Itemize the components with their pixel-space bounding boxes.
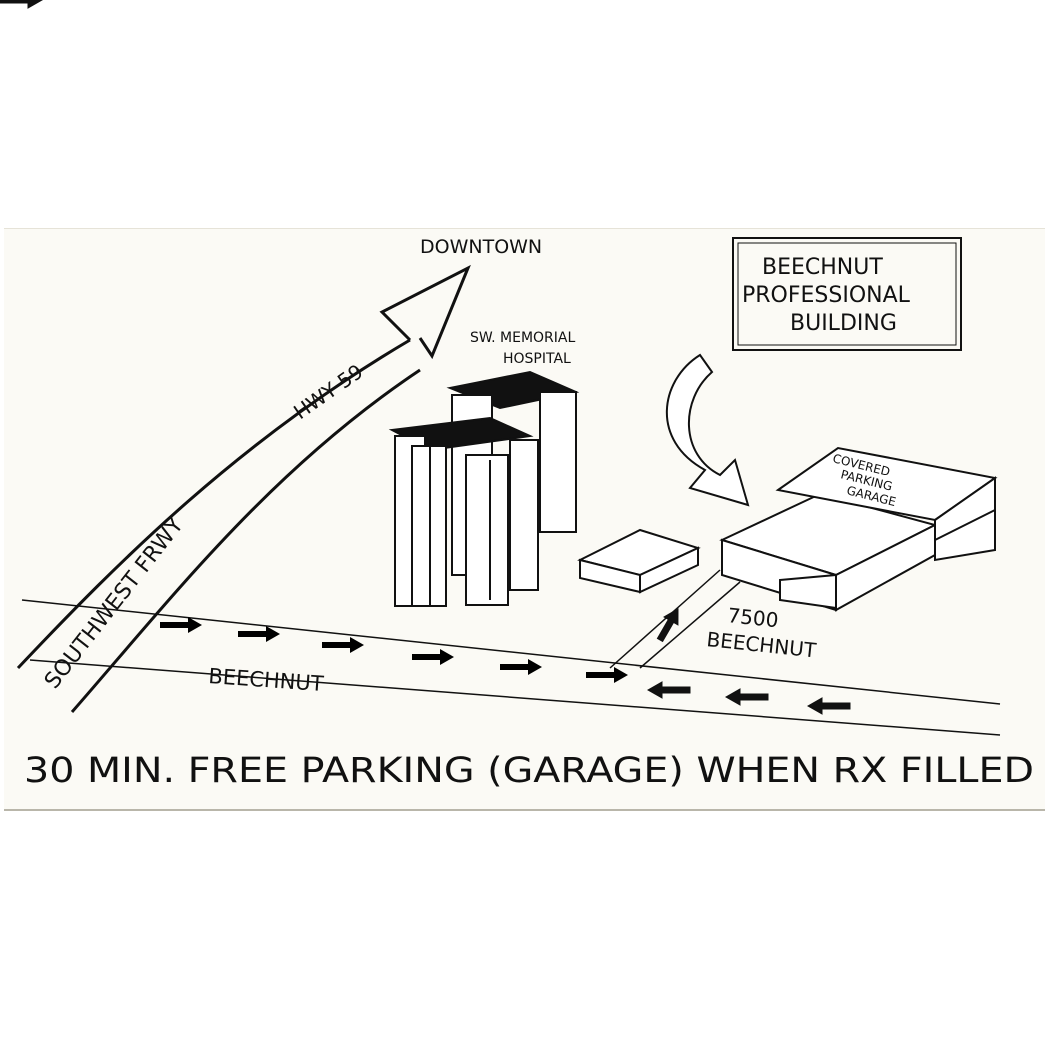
curved-arrow-icon <box>665 353 750 507</box>
professional-building <box>719 492 938 612</box>
freeway-arrow <box>16 264 471 713</box>
hospital-label-line-2: HOSPITAL <box>503 351 571 367</box>
small-building <box>577 528 701 594</box>
building-title-line-3: BUILDING <box>790 311 897 336</box>
address-number: 7500 <box>726 603 779 632</box>
building-title-box <box>732 237 962 351</box>
direction-arrow-icon <box>0 0 44 9</box>
footer-note: 30 MIN. FREE PARKING (GARAGE) WHEN RX FI… <box>24 751 1034 791</box>
hospital-label-line-1: SW. MEMORIAL <box>470 330 575 346</box>
street-label: BEECHNUT <box>208 664 325 696</box>
hwy-label: HWY 59 <box>289 359 367 424</box>
building-title-line-2: PROFESSIONAL <box>742 283 911 308</box>
building-title-inner-box <box>737 242 957 346</box>
downtown-label: DOWNTOWN <box>420 236 542 258</box>
address-street: BEECHNUT <box>705 627 818 662</box>
building-title-line-1: BEECHNUT <box>762 255 883 280</box>
hospital-building <box>388 370 580 607</box>
beechnut-road <box>21 569 1001 736</box>
parking-garage <box>775 446 998 562</box>
